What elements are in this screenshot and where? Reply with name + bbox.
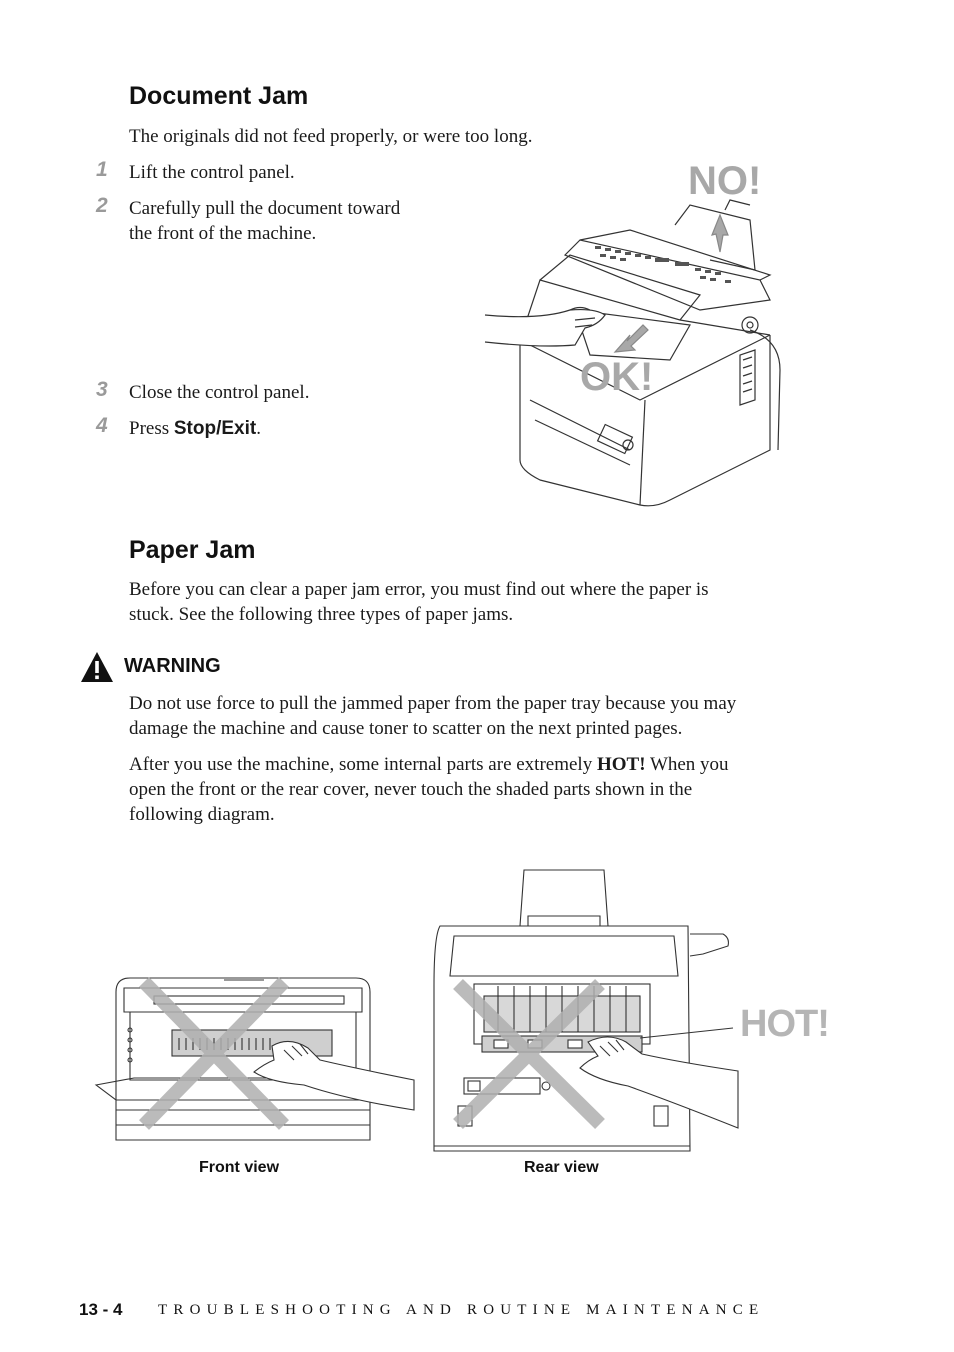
warning-p2-line-3: following diagram. (129, 804, 275, 825)
paper-jam-intro-line-1: Before you can clear a paper jam error, … (129, 579, 709, 600)
step-1-number: 1 (96, 158, 108, 181)
paper-jam-intro-line-2: stuck. See the following three types of … (129, 604, 514, 625)
paper-jam-heading: Paper Jam (129, 536, 256, 564)
warning-p2-post: When you (645, 754, 729, 775)
warning-p2-line-1: After you use the machine, some internal… (129, 752, 729, 777)
warning-p2-line-2: open the front or the rear cover, never … (129, 779, 693, 800)
step-3-text: Close the control panel. (129, 382, 310, 403)
page-number: 13 - 4 (79, 1300, 123, 1319)
step-4-number: 4 (96, 414, 108, 437)
step-2-text: Carefully pull the document toward the f… (129, 196, 400, 246)
warning-paragraph-1: Do not use force to pull the jammed pape… (129, 691, 736, 741)
warning-paragraph-2: After you use the machine, some internal… (129, 752, 729, 827)
front-view-illustration (94, 977, 415, 1141)
document-jam-heading: Document Jam (129, 82, 309, 110)
chapter-title: TROUBLESHOOTING AND ROUTINE MAINTENANCE (158, 1302, 765, 1318)
step-2-line-2: the front of the machine. (129, 223, 317, 244)
fax-machine-illustration (484, 199, 781, 507)
hot-label: HOT! (740, 1003, 830, 1045)
warning-p1-line-2: damage the machine and cause toner to sc… (129, 718, 683, 739)
warning-p1-line-1: Do not use force to pull the jammed pape… (129, 693, 737, 714)
step-2-number: 2 (96, 194, 108, 217)
no-label: NO! (688, 159, 762, 203)
stop-exit-key: Stop/Exit (173, 418, 257, 439)
step-1-text: Lift the control panel. (129, 162, 295, 183)
warning-label: WARNING (124, 655, 221, 677)
paper-jam-intro: Before you can clear a paper jam error, … (129, 577, 709, 627)
front-view-caption: Front view (199, 1159, 280, 1176)
step-4-suffix: . (256, 418, 261, 439)
warning-triangle-icon (81, 652, 113, 682)
hot-emphasis: HOT! (596, 754, 646, 775)
warning-p2-pre: After you use the machine, some internal… (129, 754, 597, 775)
document-jam-intro: The originals did not feed properly, or … (129, 126, 533, 147)
step-4-text: Press Stop/Exit. (129, 416, 261, 441)
step-2-line-1: Carefully pull the document toward (129, 198, 401, 219)
rear-view-caption: Rear view (524, 1159, 599, 1176)
step-4-prefix: Press (129, 418, 174, 439)
ok-label: OK! (580, 355, 654, 399)
step-3-number: 3 (96, 378, 108, 401)
rear-view-illustration (433, 869, 739, 1152)
